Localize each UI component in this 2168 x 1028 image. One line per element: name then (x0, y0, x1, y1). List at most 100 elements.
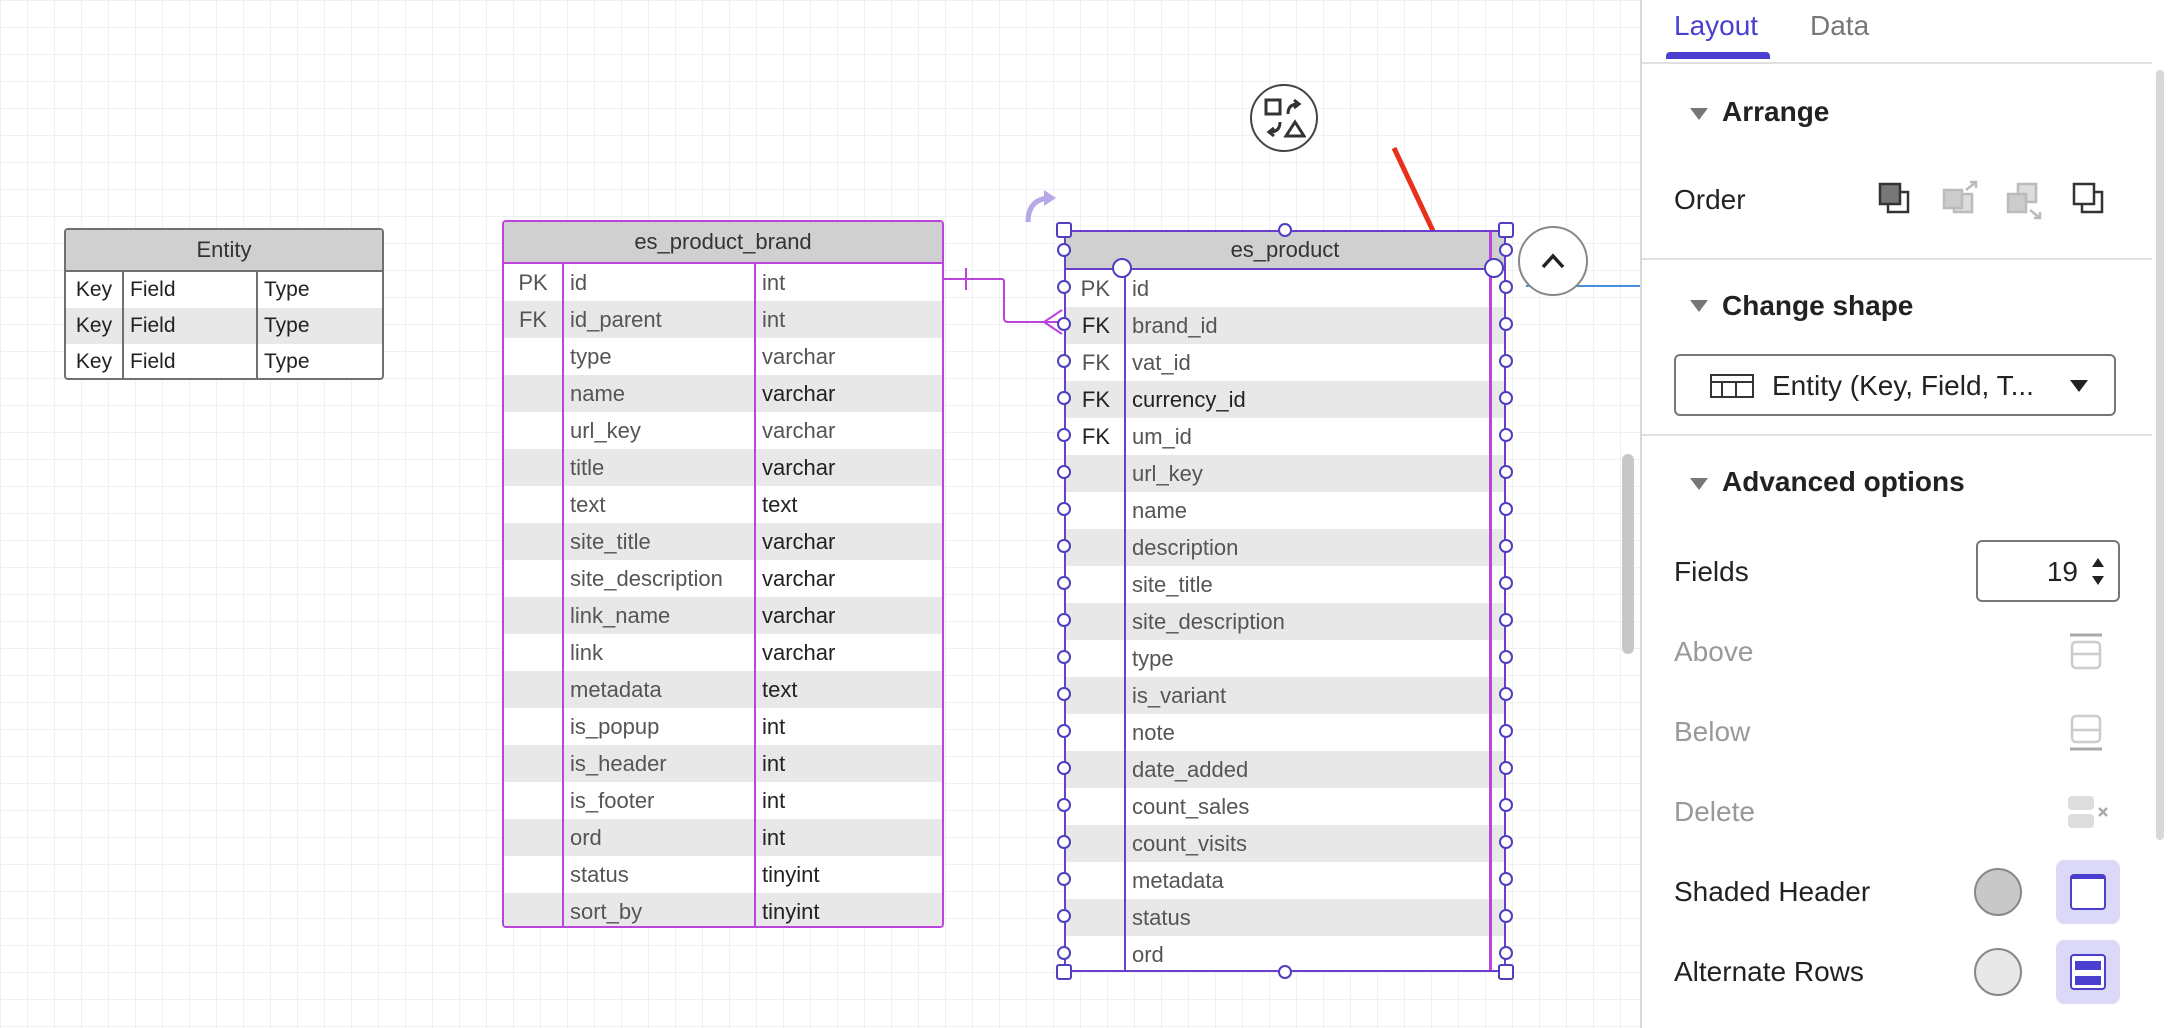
connection-point[interactable] (1499, 576, 1513, 590)
connection-point[interactable] (1499, 798, 1513, 812)
connection-point[interactable] (1484, 258, 1504, 278)
table-row[interactable]: metadata (1066, 862, 1504, 899)
change-shape-section-title[interactable]: Change shape (1722, 290, 1914, 321)
connection-point[interactable] (1057, 465, 1071, 479)
resize-handle[interactable] (1498, 964, 1514, 980)
connection-point[interactable] (1499, 428, 1513, 442)
connection-point[interactable] (1499, 465, 1513, 479)
connection-point[interactable] (1057, 724, 1071, 738)
connection-point[interactable] (1057, 650, 1071, 664)
connection-point[interactable] (1057, 687, 1071, 701)
connection-point[interactable] (1499, 909, 1513, 923)
connection-point[interactable] (1499, 502, 1513, 516)
table-row[interactable]: type (1066, 640, 1504, 677)
insert-below-icon[interactable] (2066, 712, 2106, 752)
connection-point[interactable] (1499, 354, 1513, 368)
shaded-header-toggle[interactable] (2056, 860, 2120, 924)
resize-handle[interactable] (1498, 222, 1514, 238)
connection-point[interactable] (1057, 243, 1071, 257)
connection-point[interactable] (1499, 724, 1513, 738)
connection-point[interactable] (1499, 613, 1513, 627)
arrange-section-title[interactable]: Arrange (1722, 96, 1830, 127)
connection-point[interactable] (1057, 391, 1071, 405)
bring-forward-icon[interactable] (1940, 180, 1980, 220)
table-row[interactable]: date_added (1066, 751, 1504, 788)
collapse-triangle-icon[interactable] (1690, 478, 1708, 490)
connection-point[interactable] (1499, 835, 1513, 849)
connection-point[interactable] (1057, 576, 1071, 590)
collapse-triangle-icon[interactable] (1690, 108, 1708, 120)
table-row[interactable]: url_key (1066, 455, 1504, 492)
connection-point[interactable] (1057, 280, 1071, 294)
table-row[interactable]: ord (1066, 936, 1504, 970)
table-row[interactable]: count_sales (1066, 788, 1504, 825)
table-row[interactable]: description (1066, 529, 1504, 566)
connection-point[interactable] (1057, 613, 1071, 627)
resize-handle[interactable] (1278, 965, 1292, 979)
table-row[interactable]: name (1066, 492, 1504, 529)
tab-data[interactable]: Data (1810, 10, 1870, 41)
delete-row-icon[interactable] (2066, 792, 2110, 832)
rotate-icon[interactable] (1022, 188, 1062, 228)
tab-layout[interactable]: Layout (1674, 10, 1759, 41)
change-shape-button[interactable] (1250, 84, 1318, 152)
connection-point[interactable] (1057, 872, 1071, 886)
alternate-rows-toggle[interactable] (2056, 940, 2120, 1004)
shape-dropdown[interactable]: Entity (Key, Field, T... (1674, 354, 2116, 416)
table-row[interactable]: note (1066, 714, 1504, 751)
connection-point[interactable] (1057, 317, 1071, 331)
advanced-section-title[interactable]: Advanced options (1722, 466, 1965, 497)
table-row[interactable]: site_description (1066, 603, 1504, 640)
connection-point[interactable] (1112, 258, 1132, 278)
table-row[interactable]: is_variant (1066, 677, 1504, 714)
resize-handle[interactable] (1056, 222, 1072, 238)
fields-stepper[interactable]: 19 (1976, 540, 2120, 602)
connection-point[interactable] (1057, 909, 1071, 923)
connection-point[interactable] (1499, 650, 1513, 664)
connection-point[interactable] (1057, 539, 1071, 553)
connection-point[interactable] (1057, 835, 1071, 849)
connection-point[interactable] (1057, 946, 1071, 960)
connection-point[interactable] (1499, 946, 1513, 960)
connection-point[interactable] (1499, 243, 1513, 257)
connection-point[interactable] (1499, 391, 1513, 405)
canvas-scrollbar[interactable] (1622, 454, 1634, 654)
connection-point[interactable] (1499, 280, 1513, 294)
connection-point[interactable] (1499, 872, 1513, 886)
collapse-button[interactable] (1518, 226, 1588, 296)
table-row[interactable]: site_title (1066, 566, 1504, 603)
connection-point[interactable] (1499, 687, 1513, 701)
stepper-up-icon[interactable] (2092, 558, 2104, 567)
table-row[interactable]: count_visits (1066, 825, 1504, 862)
send-to-back-icon[interactable] (2070, 180, 2106, 216)
connection-point[interactable] (1057, 502, 1071, 516)
connection-point[interactable] (1057, 761, 1071, 775)
stepper-down-icon[interactable] (2092, 576, 2104, 585)
resize-handle[interactable] (1056, 964, 1072, 980)
bring-to-front-icon[interactable] (1876, 180, 1912, 216)
